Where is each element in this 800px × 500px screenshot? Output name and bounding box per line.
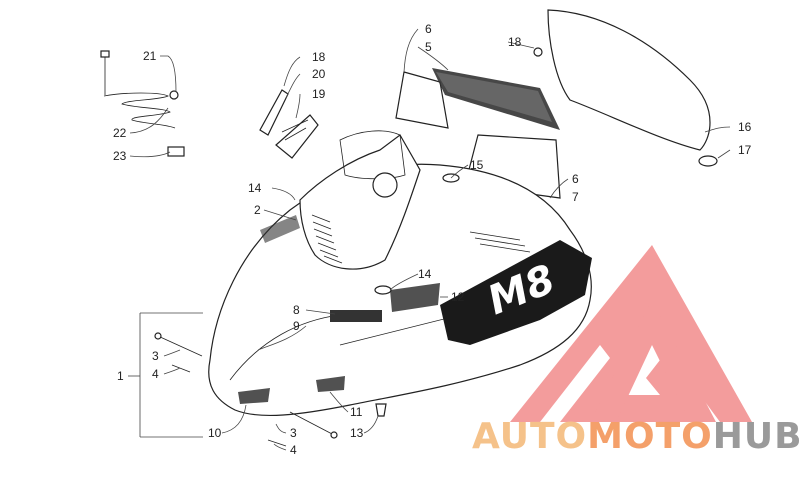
callout-22: 22 — [113, 126, 127, 140]
latch-spring-assembly — [100, 50, 185, 157]
callout-6-mid: 6 — [572, 172, 579, 186]
watermark-wordmark: AUTOMOTOHUB — [472, 416, 800, 457]
callout-18-right: 18 — [508, 35, 522, 49]
callout-4-lower: 4 — [290, 443, 297, 457]
windshield-part — [533, 9, 718, 167]
callout-16: 16 — [738, 120, 752, 134]
callout-5: 5 — [425, 40, 432, 54]
callout-2: 2 — [254, 203, 261, 217]
callout-17: 17 — [738, 143, 752, 157]
watermark-triangle-inner-icon — [590, 300, 716, 422]
callout-labels: 21 22 23 18 20 19 6 5 18 16 17 15 6 7 14… — [113, 22, 752, 457]
callout-3-lower: 3 — [290, 426, 297, 440]
watermark-moto-text: MOTO — [587, 416, 713, 457]
callout-18: 18 — [312, 50, 326, 64]
callout-23: 23 — [113, 149, 127, 163]
svg-text:AUTOMOTOHUB: AUTOMOTOHUB — [472, 416, 800, 457]
watermark-logo — [510, 245, 752, 422]
callout-19: 19 — [312, 87, 326, 101]
callout-12: 12 — [451, 290, 465, 304]
callout-3-upper: 3 — [152, 349, 159, 363]
callout-1: 1 — [117, 369, 124, 383]
callout-15: 15 — [470, 158, 484, 172]
clip-part — [167, 146, 185, 157]
spring-coil-part — [103, 92, 176, 129]
mirror-bracket-assembly — [259, 89, 319, 159]
windshield-upper-panel — [395, 68, 560, 130]
leader-lines — [128, 28, 731, 451]
callout-21: 21 — [143, 49, 157, 63]
watermark-auto-text: AUTO — [472, 416, 587, 457]
callout-20: 20 — [312, 67, 326, 81]
callout-10: 10 — [208, 426, 222, 440]
callout-7: 7 — [572, 190, 579, 204]
callout-14-bottom: 14 — [418, 267, 432, 281]
callout-9: 9 — [293, 319, 300, 333]
callout-13: 13 — [350, 426, 364, 440]
hood-main-part — [208, 130, 592, 417]
hinge-rod-parts — [154, 332, 387, 447]
watermark-hub-text: HUB — [713, 416, 800, 457]
callout-8: 8 — [293, 303, 300, 317]
callout-14-top: 14 — [248, 181, 262, 195]
callout-11: 11 — [350, 405, 363, 419]
callout-6-top: 6 — [425, 22, 432, 36]
callout-4-upper: 4 — [152, 367, 159, 381]
screw-part — [100, 50, 110, 58]
